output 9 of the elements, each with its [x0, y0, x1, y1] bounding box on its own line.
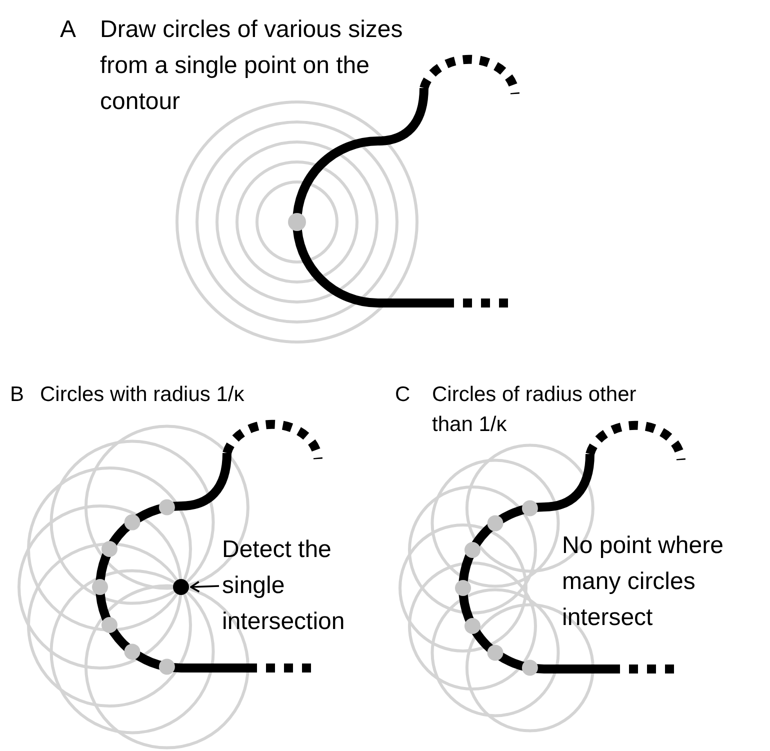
caption-text: No point where many circles intersect: [562, 531, 724, 633]
panel-letter: A: [60, 15, 78, 45]
caption-text: Circles of radius other than 1/κ: [432, 382, 638, 438]
caption-text: Circles with radius 1/κ: [40, 382, 246, 408]
caption-text: Draw circles of various sizes from a single point on the contour: [100, 15, 404, 117]
arrow: [190, 580, 220, 593]
panel-letter: C: [395, 382, 412, 408]
annotation-text: Detect the single intersection: [222, 532, 372, 640]
panel-letter: B: [10, 382, 26, 408]
